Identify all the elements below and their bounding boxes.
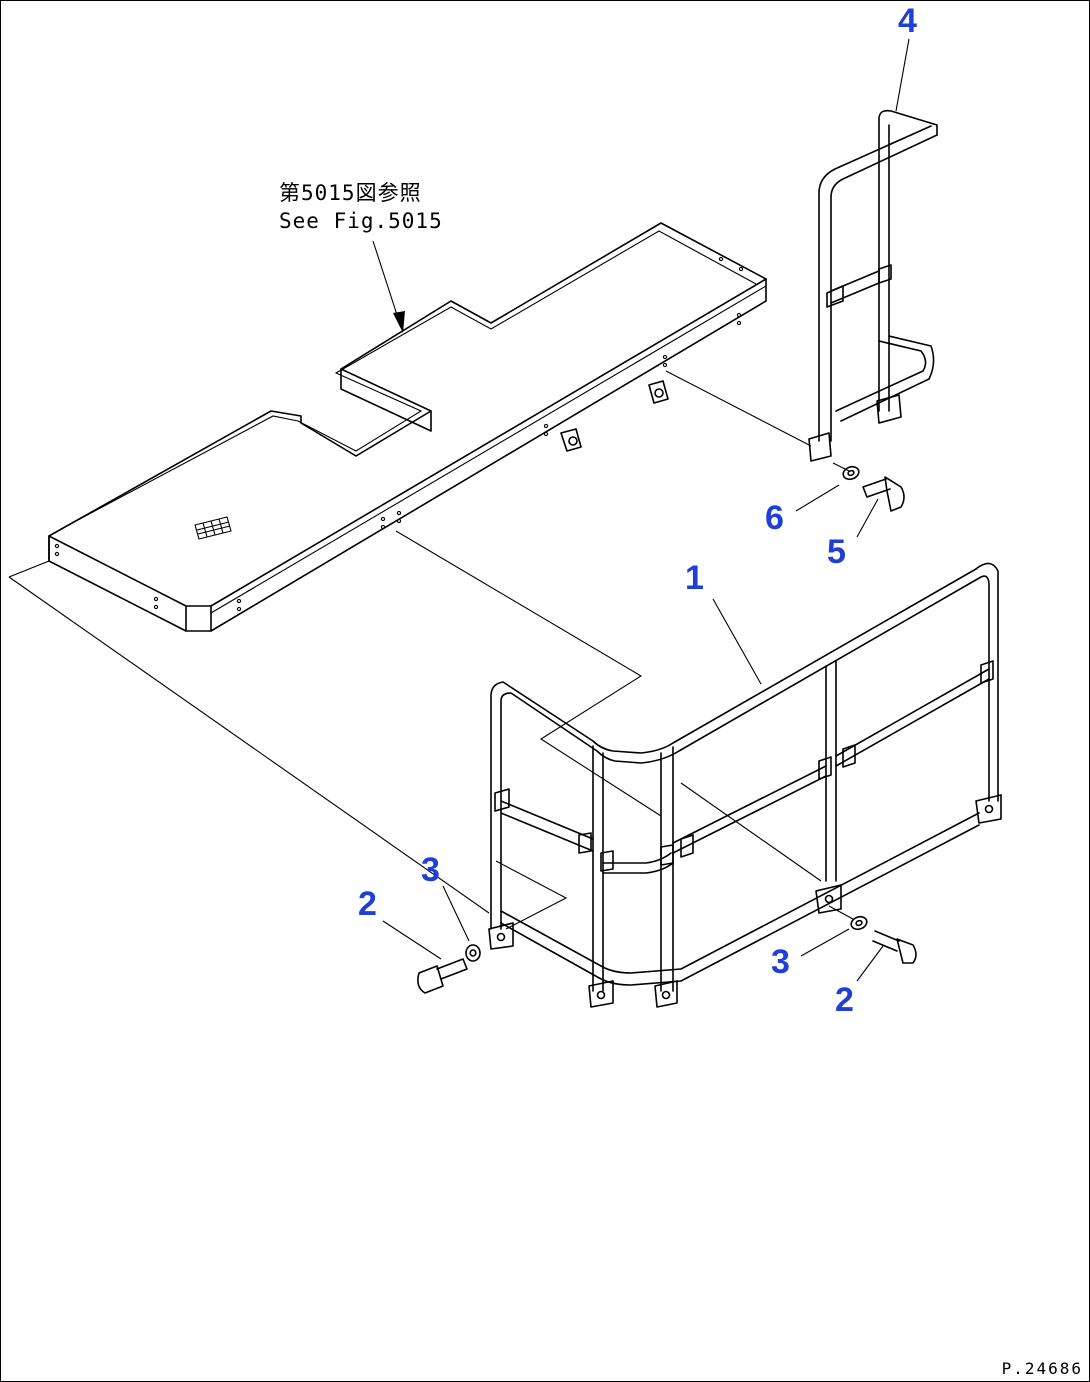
fasteners [417, 465, 917, 994]
callout-5: 5 [827, 533, 846, 571]
callout-1: 1 [685, 559, 704, 597]
callout-4: 4 [898, 2, 917, 40]
callout-3-right: 3 [771, 943, 790, 981]
callout-6: 6 [765, 499, 784, 537]
drawing-number: P.24686 [1001, 1359, 1083, 1378]
platform-deck [48, 222, 767, 632]
assembly-lines [8, 370, 854, 930]
callout-2-left: 2 [358, 885, 377, 923]
callout-3-left: 3 [421, 851, 440, 889]
handrail-4 [808, 109, 938, 462]
note-leader [372, 240, 400, 322]
reference-note-jp: 第5015図参照 [279, 181, 422, 205]
note-arrowhead [393, 311, 405, 333]
handrail-1 [488, 562, 1002, 1008]
callout-2-right: 2 [835, 981, 854, 1019]
reference-note: 第5015図参照 See Fig.5015 [279, 179, 443, 235]
reference-note-en: See Fig.5015 [279, 209, 443, 233]
callout-leaders [382, 38, 910, 982]
